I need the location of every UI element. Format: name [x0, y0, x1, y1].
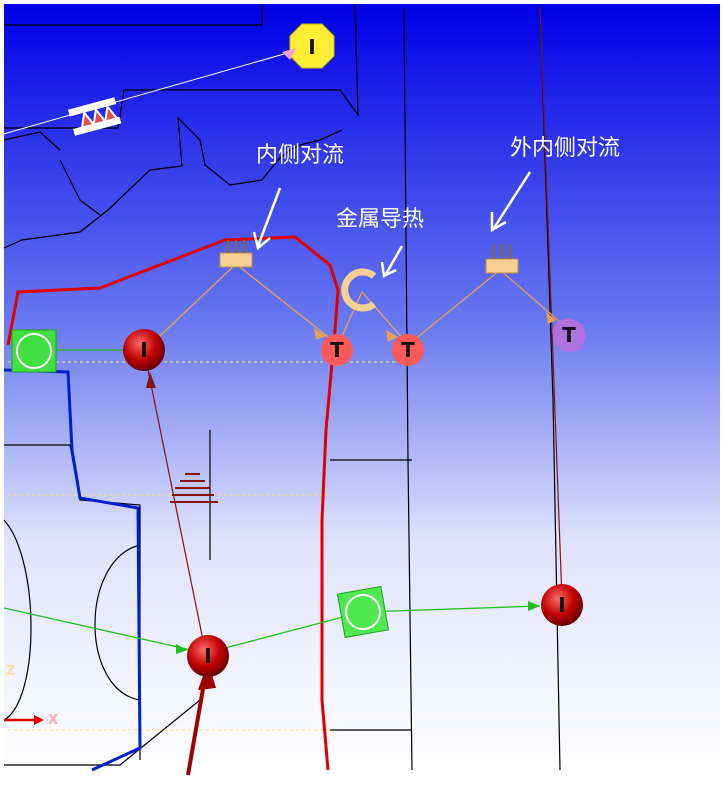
input-node-3-label: I: [558, 593, 565, 617]
resistance-element[interactable]: [170, 473, 218, 503]
viewport-background: [4, 4, 720, 772]
thermal-arrowheads: [314, 312, 556, 342]
flow-arrow-right: [528, 601, 540, 611]
temp-node-inner[interactable]: T: [321, 334, 353, 366]
input-node-3[interactable]: I: [541, 584, 583, 626]
inner-wall-line: [6, 235, 340, 771]
temp-node-inner-label: T: [330, 338, 344, 362]
temp-node-metal-label: T: [401, 338, 415, 362]
axis-x-label: X: [48, 713, 58, 728]
temp-node-outer-label: T: [562, 323, 576, 347]
annotation-metal-conduction: 金属导热: [336, 207, 424, 232]
flow-node-left[interactable]: [11, 329, 57, 373]
guide-lines: [8, 361, 410, 731]
input-node-1-label: I: [140, 338, 147, 362]
axis-z-label: Z: [6, 664, 15, 679]
conduction-node[interactable]: [341, 268, 377, 312]
axis-triad: X Z: [4, 664, 58, 728]
annotation-outer-inner-convection: 外内侧对流: [510, 136, 620, 161]
convection-block-inner[interactable]: [219, 240, 253, 268]
annotation-inner-convection: 内侧对流: [256, 143, 344, 168]
input-node-2-label: I: [204, 644, 211, 668]
thermal-links: [144, 263, 561, 351]
annotation-arrows: [252, 171, 532, 278]
input-node-1[interactable]: I: [123, 329, 165, 371]
temp-node-metal[interactable]: T: [392, 334, 424, 366]
input-node-2[interactable]: I: [187, 635, 229, 677]
flow-links: [3, 349, 541, 653]
flow-node-middle[interactable]: [336, 585, 390, 639]
flow-arrow-lower: [176, 644, 188, 654]
input-node-yellow[interactable]: I: [289, 23, 335, 69]
input-node-yellow-label: I: [308, 35, 315, 59]
temp-node-outer[interactable]: T: [552, 318, 586, 352]
resistance-arrow: [146, 372, 156, 388]
convection-block-outer[interactable]: [485, 244, 519, 274]
yellow-input-arrow: [282, 48, 296, 60]
outer-wall-line: [3, 368, 142, 772]
heater-icon[interactable]: [67, 97, 122, 136]
